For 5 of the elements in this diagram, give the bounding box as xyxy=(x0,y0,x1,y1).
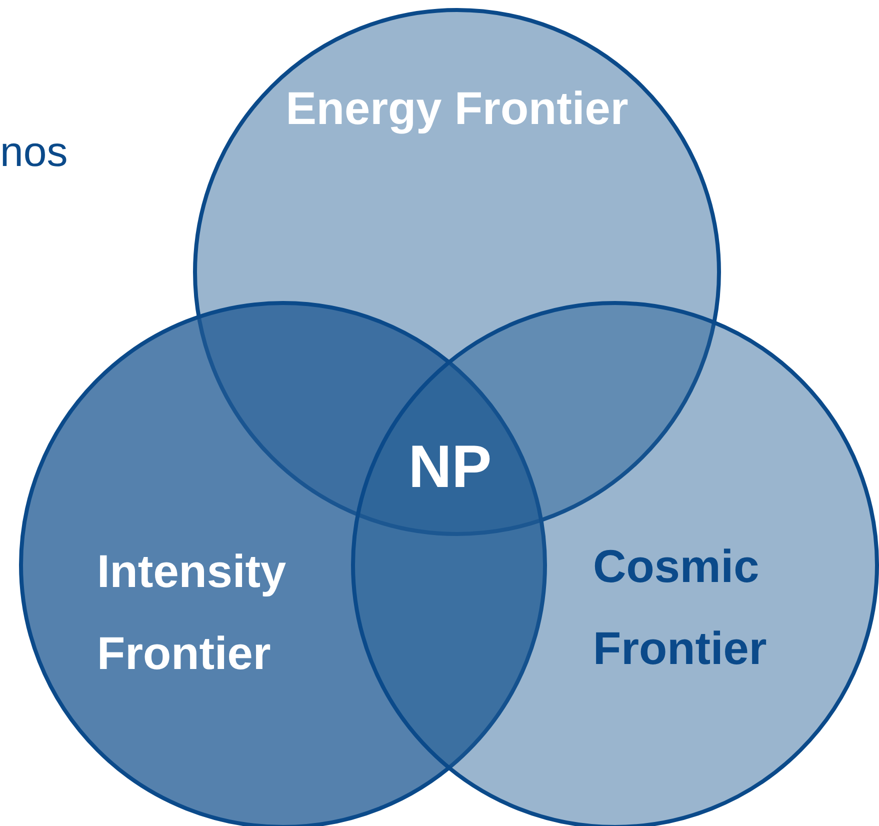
partial-text: nos xyxy=(0,128,68,176)
circle-label: Intensity Frontier xyxy=(97,544,288,681)
intersection-label: NP xyxy=(407,432,493,501)
circle-label: Cosmic Frontier xyxy=(593,539,768,676)
circle-label: Energy Frontier xyxy=(284,81,630,136)
